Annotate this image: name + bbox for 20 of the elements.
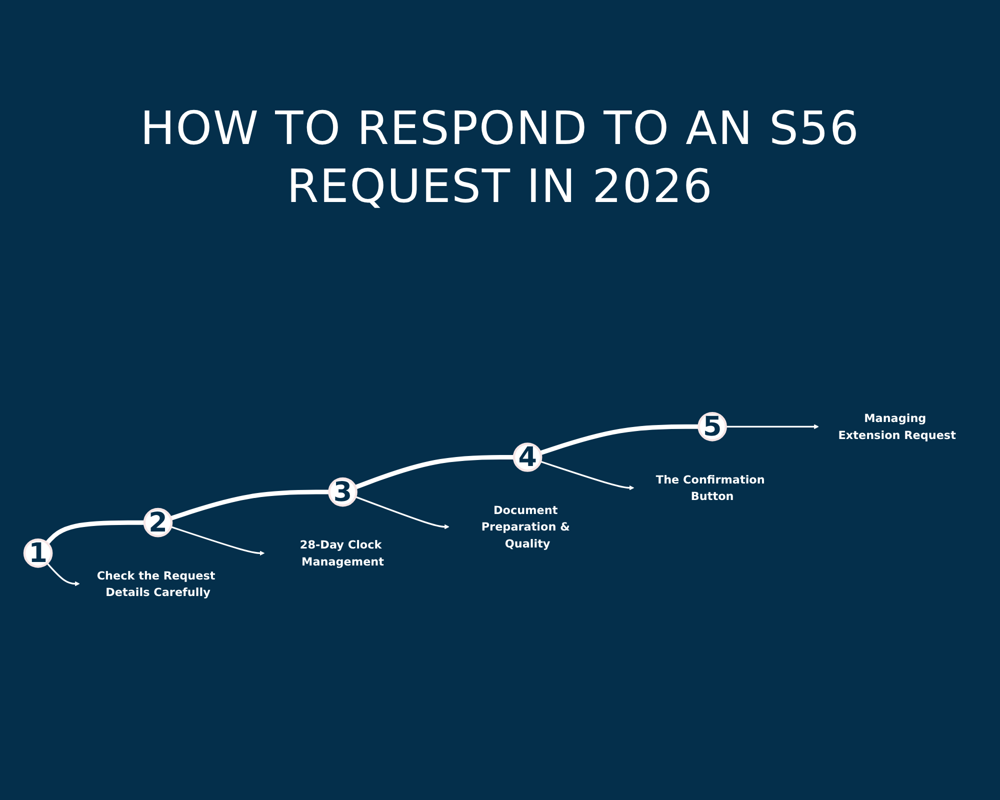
arrow [355, 496, 450, 530]
node-text: Managing Extension Request [838, 411, 956, 442]
arrow [726, 424, 819, 429]
node-text: 28-Day Clock Management [300, 538, 384, 568]
node-text: Check the Request Details Carefully [96, 568, 216, 599]
node-circle: 5 [698, 412, 727, 442]
connector [45, 520, 144, 544]
connector [354, 454, 514, 490]
node-circle: 2 [143, 508, 173, 538]
connector [540, 424, 699, 455]
node-circle: 4 [512, 442, 542, 472]
diagram-title: HOW TO RESPOND TO AN S56 REQUEST IN 2026 [139, 100, 861, 214]
arrow [170, 526, 265, 556]
node-text: The Confirmation Button [656, 472, 765, 503]
node-text: Document Preparation & Quality [481, 503, 570, 550]
arrow [540, 460, 634, 490]
node-circle: 3 [328, 477, 358, 506]
connector [170, 490, 330, 520]
node-circle: 1 [23, 538, 53, 568]
arrow [46, 562, 80, 586]
